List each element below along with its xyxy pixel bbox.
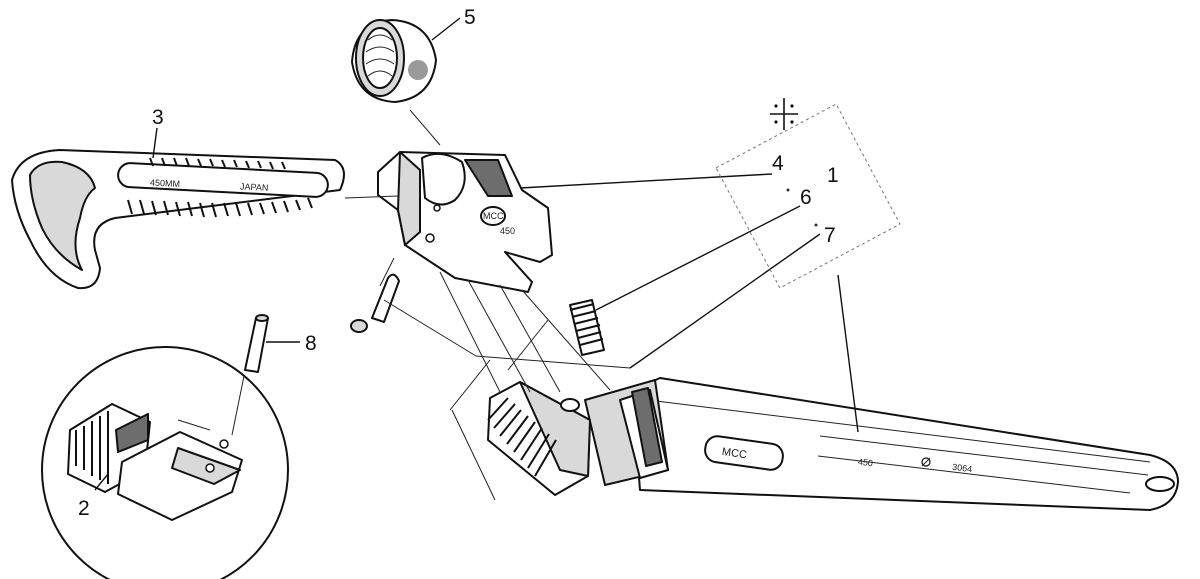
handle-part: MCC 450 3064: [487, 377, 1179, 511]
callout-2: 2: [78, 497, 90, 520]
sparkle-icon: [770, 98, 798, 130]
callout-6: 6: [800, 186, 812, 209]
handle-hang-hole: [1145, 476, 1175, 492]
nut-part: [351, 19, 437, 103]
frame-size-text: 450: [500, 226, 515, 236]
spring-part: [569, 299, 605, 356]
frame-logo-text: MCC: [483, 211, 504, 221]
frame-part: MCC 450: [377, 151, 553, 293]
handle-size-text: 450: [857, 457, 873, 469]
hook-origin-text: JAPAN: [240, 181, 269, 192]
handle-logo-badge: [704, 435, 784, 471]
leader-lines: [94, 17, 901, 491]
hook-slot: [117, 162, 329, 198]
handle-code-text: 3064: [952, 462, 973, 474]
detail-inset: [41, 346, 289, 579]
callout-3: 3: [152, 106, 164, 129]
callout-1: 1: [827, 164, 839, 187]
callout-4: 4: [772, 152, 784, 175]
callout-8: 8: [305, 332, 317, 355]
handle-logo-text: MCC: [721, 446, 748, 461]
hook-jaw-part: 450MM JAPAN: [11, 149, 345, 290]
sub-assembly-box: [715, 103, 901, 289]
frame-logo-badge: [480, 206, 506, 226]
assembly-lines: [231, 109, 631, 501]
roll-pin-part: [244, 314, 269, 373]
rivet-part: [350, 273, 400, 333]
callout-7: 7: [824, 224, 836, 247]
hook-size-text: 450MM: [150, 177, 180, 189]
callout-5: 5: [464, 6, 476, 29]
